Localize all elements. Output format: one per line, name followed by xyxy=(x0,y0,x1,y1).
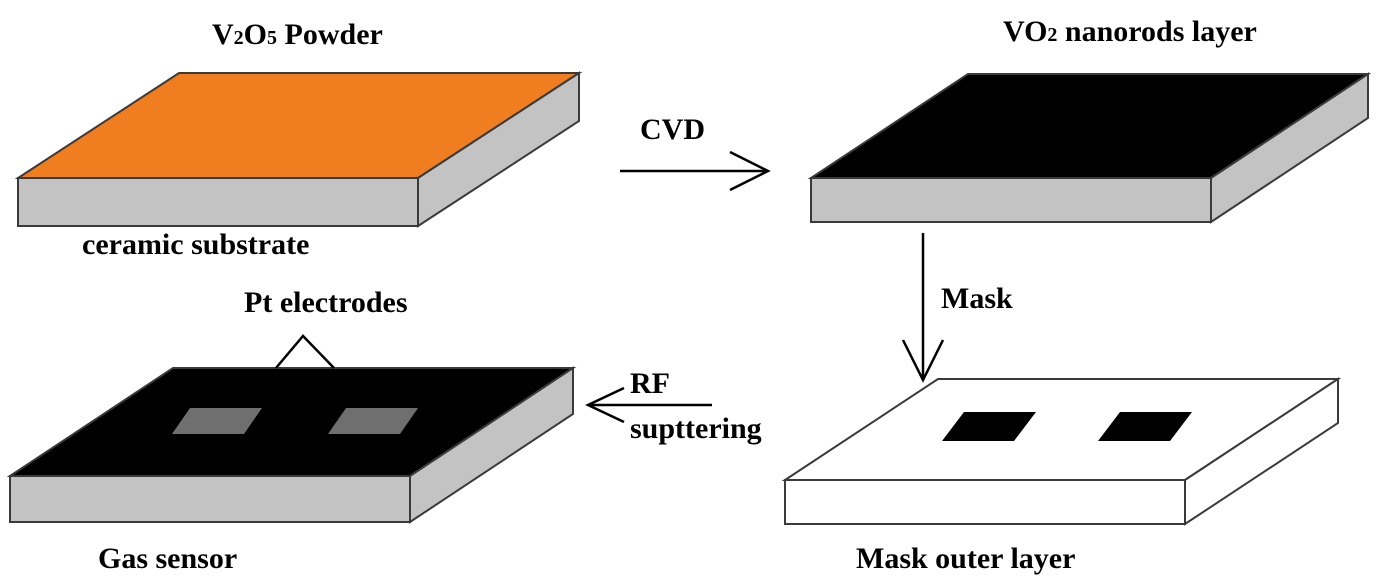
gas-sensor-label: Gas sensor xyxy=(98,542,237,575)
mask-window-left xyxy=(942,412,1036,441)
substrate-v2o5-block xyxy=(14,71,583,228)
block-front xyxy=(784,479,1186,525)
block-side xyxy=(417,71,580,228)
block-side xyxy=(409,366,574,524)
pt-electrodes-label: Pt electrodes xyxy=(244,286,408,319)
mask-label: Mask xyxy=(941,282,1013,315)
mask-arrow xyxy=(901,233,945,383)
rf-label: RF xyxy=(630,367,670,400)
cvd-arrow xyxy=(620,150,771,192)
ceramic-substrate-label: ceramic substrate xyxy=(82,228,309,261)
pt-electrode-left xyxy=(172,408,262,434)
sputtering-label: supttering xyxy=(630,412,762,445)
v2o5-powder-label: V2O5 Powder xyxy=(212,18,383,51)
vo2-nanorods-label: VO2 nanorods layer xyxy=(1003,15,1257,48)
block-side xyxy=(1184,377,1339,526)
pt-electrode-pointer xyxy=(275,334,335,369)
gas-sensor-block xyxy=(6,334,577,524)
mask-outer-block xyxy=(781,377,1342,526)
mask-window-right xyxy=(1098,412,1192,441)
block-front xyxy=(810,177,1212,223)
rf-sputtering-arrow xyxy=(585,386,712,424)
block-front xyxy=(9,475,411,523)
vo2-nanorods-block xyxy=(807,72,1372,224)
cvd-label: CVD xyxy=(640,113,705,146)
mask-outer-layer-label: Mask outer layer xyxy=(856,542,1075,575)
pt-electrode-right xyxy=(328,408,418,434)
block-side xyxy=(1210,72,1369,224)
block-front xyxy=(17,177,419,227)
